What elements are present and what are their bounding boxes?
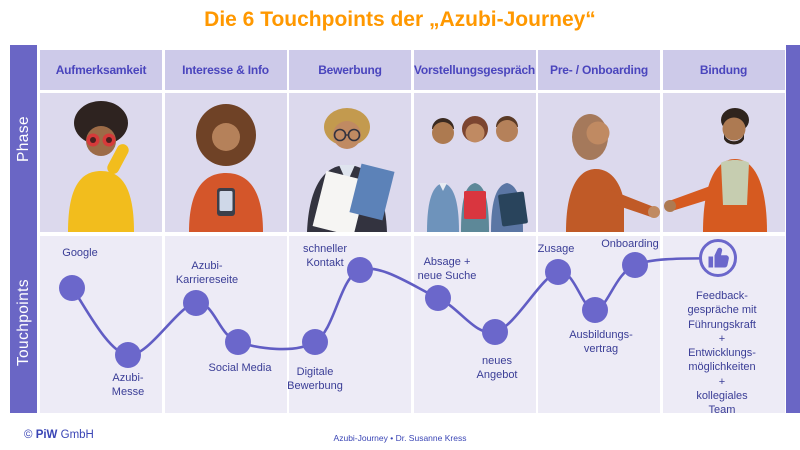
- photo-woman-shaking-hands: [566, 114, 660, 232]
- journey-cell-0: [40, 236, 162, 413]
- phase-header-pre-onboarding: Pre- / Onboarding: [538, 50, 660, 90]
- touchpoint-dot: [225, 329, 251, 355]
- photo-woman-with-application-folder: [307, 108, 395, 232]
- page-title: Die 6 Touchpoints der „Azubi-Journey“: [204, 8, 596, 31]
- journey-line-svg: [59, 239, 737, 368]
- photo-cell-aufmerksamkeit: [40, 93, 162, 232]
- touchpoint-dot: [183, 290, 209, 316]
- bindung-benefits-note: Feedback- gespräche mit Führungskraft + …: [687, 290, 757, 417]
- touchpoints-axis-cell: Touchpoints: [10, 233, 37, 413]
- left-axis-bar: Phase Touchpoints: [10, 45, 37, 413]
- phase-header-bewerbung: Bewerbung: [289, 50, 411, 90]
- photo-man-shaking-hands: [663, 108, 767, 232]
- copyright-icon: ©: [24, 429, 33, 441]
- phase-header-aufmerksamkeit: Aufmerksamkeit: [40, 50, 162, 90]
- touchpoints-axis-label: Touchpoints: [14, 279, 32, 367]
- photo-cell-vorstellungsgespraech: [413, 93, 536, 232]
- footer-copyright: © PiW GmbH: [24, 429, 94, 441]
- touchpoint-dot: [347, 257, 373, 283]
- footer-brand: PiW: [35, 429, 58, 441]
- phase-axis-label: Phase: [14, 116, 32, 162]
- touchpoint-dot: [115, 342, 141, 368]
- journey-cell-1: [164, 236, 287, 413]
- touchpoint-label: Digitale Bewerbung: [287, 366, 343, 392]
- right-accent-bar: [786, 45, 800, 413]
- touchpoint-label: Azubi- Karriereseite: [175, 260, 239, 286]
- touchpoint-label: Zusage: [537, 243, 575, 255]
- touchpoint-dot: [622, 252, 648, 278]
- photo-cell-bewerbung: [289, 93, 411, 232]
- thumbs-up-icon: [699, 239, 737, 277]
- photo-cell-interesse-info: [164, 93, 287, 232]
- touchpoint-label: Azubi- Messe: [111, 372, 145, 398]
- touchpoint-label: Ausbildungs- vertrag: [569, 329, 633, 355]
- photo-person-with-binoculars: [68, 101, 134, 232]
- phase-axis-cell: Phase: [10, 45, 37, 233]
- touchpoint-dot: [302, 329, 328, 355]
- phase-header-interesse-info: Interesse & Info: [164, 50, 287, 90]
- touchpoint-dot: [582, 297, 608, 323]
- phase-header-bindung: Bindung: [662, 50, 785, 90]
- touchpoint-label: Onboarding: [601, 238, 659, 250]
- footer-credit: Azubi-Journey • Dr. Susanne Kress: [333, 433, 467, 443]
- phase-header-vorstellungsgespraech: Vorstellungsgespräch: [413, 50, 536, 90]
- photo-cell-bindung: [662, 93, 785, 232]
- touchpoint-dot: [425, 285, 451, 311]
- touchpoint-label: Social Media: [208, 362, 272, 374]
- touchpoint-dot: [545, 259, 571, 285]
- photo-woman-with-smartphone: [188, 104, 263, 232]
- photo-cell-pre-onboarding: [538, 93, 660, 232]
- touchpoint-label: neues Angebot: [476, 355, 518, 381]
- touchpoint-dot: [482, 319, 508, 345]
- touchpoint-dot: [59, 275, 85, 301]
- touchpoint-label: Absage + neue Suche: [417, 256, 477, 282]
- photo-group-of-applicants: [426, 116, 528, 232]
- footer-brand-suffix: GmbH: [60, 429, 94, 441]
- touchpoint-label: schneller Kontakt: [302, 243, 348, 269]
- touchpoint-label: Google: [62, 247, 98, 259]
